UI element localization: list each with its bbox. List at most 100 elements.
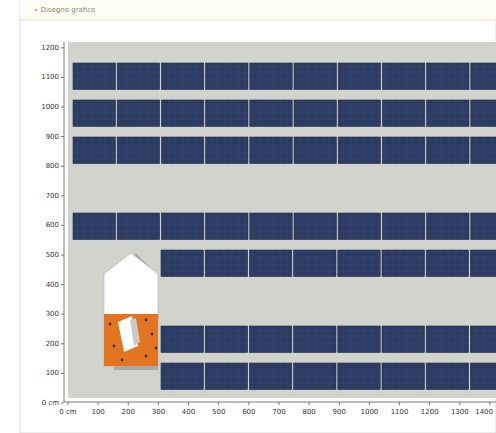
solar-panel xyxy=(249,250,291,277)
y-tick xyxy=(61,225,64,226)
header-bar xyxy=(20,0,496,20)
solar-panel xyxy=(338,100,380,127)
solar-panel xyxy=(161,100,203,127)
solar-panel xyxy=(471,213,496,240)
solar-panel xyxy=(117,63,159,90)
solar-panel xyxy=(161,63,203,90)
x-tick xyxy=(429,402,430,405)
solar-panel xyxy=(294,63,336,90)
solar-panel xyxy=(338,63,380,90)
solar-panel xyxy=(161,250,203,277)
solar-panel xyxy=(250,213,292,240)
axes xyxy=(61,42,496,405)
solar-panel xyxy=(470,326,496,353)
solar-panel xyxy=(470,250,496,277)
x-tick xyxy=(68,402,69,405)
x-axis-label: 400 xyxy=(182,408,195,416)
solar-panel xyxy=(161,137,203,164)
solar-panel xyxy=(117,100,159,127)
solar-panel xyxy=(206,213,248,240)
solar-panel xyxy=(382,213,424,240)
y-axis-label: 900 xyxy=(46,133,59,141)
solar-panel xyxy=(471,137,496,164)
x-tick xyxy=(188,402,189,405)
y-tick xyxy=(61,284,64,285)
y-tick xyxy=(61,343,64,344)
x-axis-label: 1100 xyxy=(391,408,409,416)
solar-panel xyxy=(250,63,292,90)
solar-panel xyxy=(426,326,468,353)
solar-panel xyxy=(205,363,247,390)
solar-panel xyxy=(427,213,469,240)
x-axis-label: 300 xyxy=(152,408,165,416)
y-axis-label: 800 xyxy=(46,162,59,170)
y-tick xyxy=(61,195,64,196)
x-tick xyxy=(128,402,129,405)
solar-panel xyxy=(206,63,248,90)
solar-panel xyxy=(426,250,468,277)
x-axis-label: 1000 xyxy=(360,408,378,416)
y-axis-label: 200 xyxy=(46,340,59,348)
x-axis-label: 800 xyxy=(302,408,315,416)
x-axis-label: 1400 xyxy=(475,408,493,416)
solar-panel xyxy=(161,363,203,390)
x-axis-label: 200 xyxy=(122,408,135,416)
solar-panel xyxy=(294,326,336,353)
solar-panel xyxy=(294,100,336,127)
x-tick xyxy=(339,402,340,405)
solar-panel xyxy=(294,363,336,390)
solar-panel xyxy=(206,137,248,164)
y-tick xyxy=(61,255,64,256)
y-axis-label: 0 cm xyxy=(42,399,59,407)
y-axis-label: 600 xyxy=(46,221,59,229)
header-rule xyxy=(20,20,496,21)
x-tick xyxy=(158,402,159,405)
house-icon xyxy=(104,253,158,370)
solar-panel xyxy=(382,363,424,390)
solar-panel xyxy=(117,137,159,164)
roof-area xyxy=(68,42,496,398)
solar-panel xyxy=(206,100,248,127)
solar-panel xyxy=(73,137,115,164)
x-axis-label: 0 cm xyxy=(59,408,76,416)
y-tick xyxy=(61,373,64,374)
solar-panel xyxy=(427,63,469,90)
solar-panel xyxy=(426,363,468,390)
solar-panel xyxy=(294,213,336,240)
solar-panel xyxy=(250,100,292,127)
y-tick xyxy=(61,314,64,315)
y-axis-label: 1200 xyxy=(41,44,59,52)
solar-panel xyxy=(161,213,203,240)
panel-title: » Disegno grafico xyxy=(34,6,95,14)
y-tick xyxy=(61,77,64,78)
solar-panel xyxy=(338,213,380,240)
x-axis-label: 1300 xyxy=(451,408,469,416)
solar-panel xyxy=(427,137,469,164)
solar-panel xyxy=(338,250,380,277)
x-tick xyxy=(399,402,400,405)
x-tick xyxy=(218,402,219,405)
y-axis-label: 400 xyxy=(46,281,59,289)
x-tick xyxy=(248,402,249,405)
panel-frame xyxy=(20,0,496,433)
y-axis-label: 1000 xyxy=(41,103,59,111)
solar-panel xyxy=(73,63,115,90)
solar-panel xyxy=(382,137,424,164)
solar-panel xyxy=(205,326,247,353)
solar-panel xyxy=(338,137,380,164)
y-tick xyxy=(61,166,64,167)
y-tick xyxy=(61,403,64,404)
x-axis-label: 500 xyxy=(212,408,225,416)
solar-panel xyxy=(161,326,203,353)
solar-panel xyxy=(294,137,336,164)
y-axis-label: 700 xyxy=(46,192,59,200)
solar-panel xyxy=(73,100,115,127)
x-tick xyxy=(489,402,490,405)
x-axis-label: 700 xyxy=(272,408,285,416)
y-axis-label: 100 xyxy=(46,369,59,377)
solar-panels xyxy=(73,63,496,390)
solar-panel xyxy=(73,213,115,240)
y-tick xyxy=(61,47,64,48)
solar-panel xyxy=(338,326,380,353)
